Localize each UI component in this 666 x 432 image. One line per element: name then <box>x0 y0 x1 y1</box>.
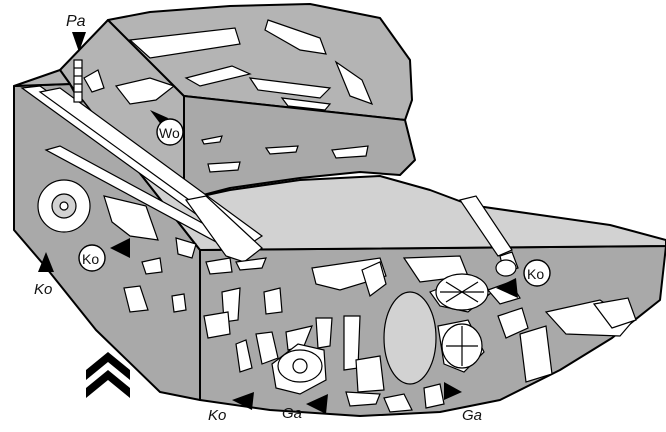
label-ko-left: Ko <box>34 281 52 298</box>
label-wo: Wo <box>159 125 180 141</box>
left-face-fossil <box>38 180 90 232</box>
label-ga-right: Ga <box>462 407 482 424</box>
label-pa: Pa <box>66 13 86 30</box>
label-ko-right: Ko <box>527 266 544 282</box>
label-ko-mid: Ko <box>82 251 99 267</box>
label-ga-bottom: Ga <box>282 405 302 422</box>
pa-fossil <box>74 60 82 102</box>
label-ko-bottom: Ko <box>208 407 226 424</box>
